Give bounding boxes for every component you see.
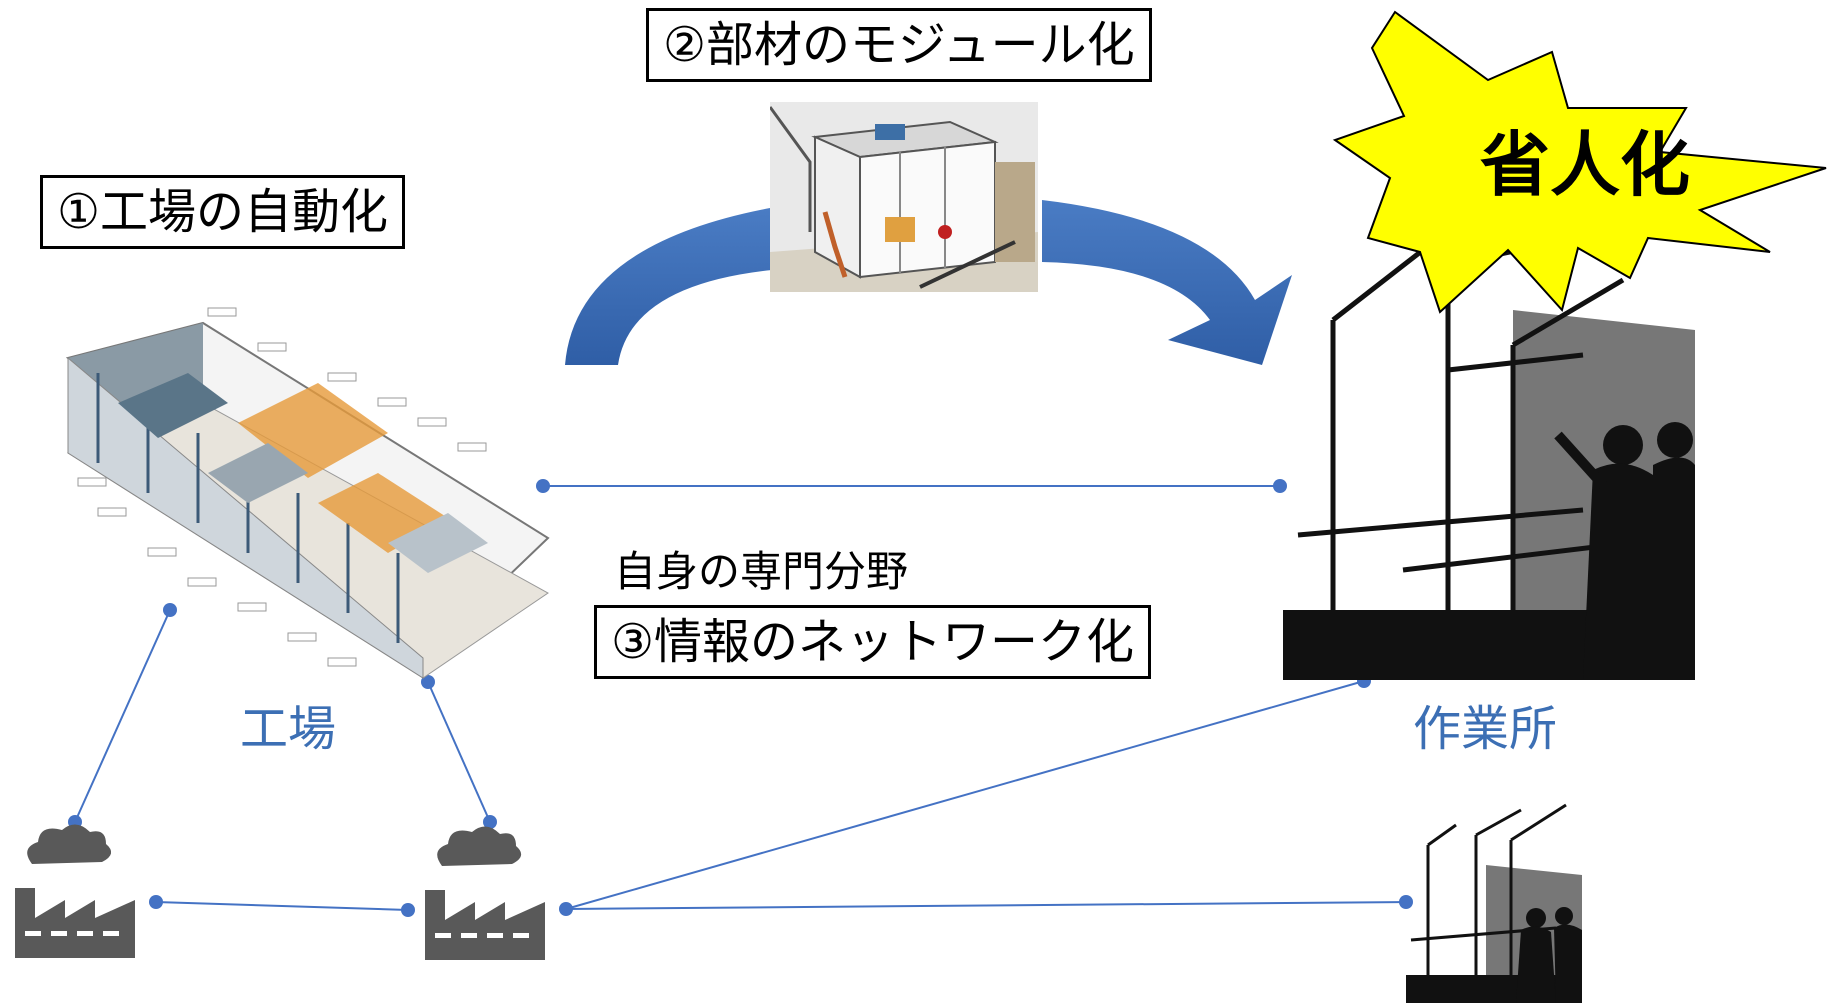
own-field-label: 自身の専門分野: [614, 547, 909, 596]
factory-icon: [10, 818, 140, 978]
worksite-caption: 作業所: [1413, 701, 1558, 757]
construction-site-picture: [1283, 240, 1695, 680]
small-construction-site-picture: [1406, 800, 1582, 1003]
factory-automation-label: ①工場の自動化: [40, 175, 406, 249]
factory-layout-picture: [58, 303, 550, 680]
network-label: ③情報のネットワーク化: [594, 605, 1152, 679]
factory-caption: 工場: [240, 701, 337, 757]
labor-saving-label: 省人化: [1480, 124, 1690, 206]
factory-icon-2: [420, 820, 550, 980]
module-unit-picture: [768, 102, 1038, 292]
module-label: ②部材のモジュール化: [646, 8, 1152, 82]
